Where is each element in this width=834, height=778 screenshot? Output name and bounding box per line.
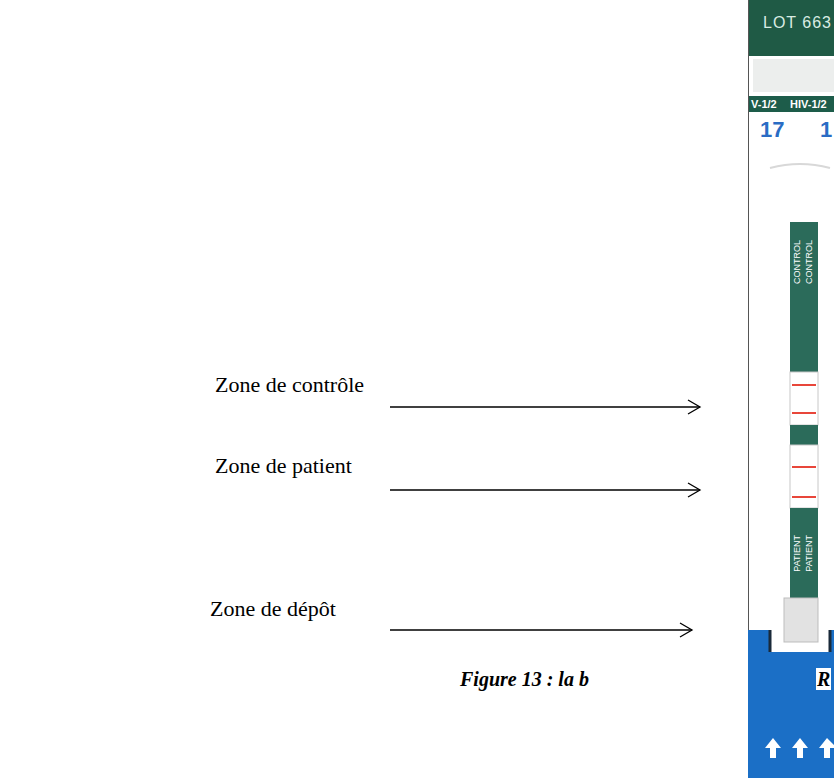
- strip-header: [748, 0, 834, 56]
- zone-marking: PATIENT: [793, 535, 803, 572]
- leader-arrows: [390, 400, 700, 637]
- control-window: [790, 372, 818, 425]
- test-name: HIV-1/2: [790, 98, 827, 110]
- patient-window: [790, 445, 818, 508]
- strip-number: 1: [820, 118, 832, 142]
- zone-marking: CONTROL: [805, 240, 815, 284]
- strip-name-band: [748, 96, 834, 112]
- strip-number: 17: [760, 118, 784, 142]
- test-name: V-1/2: [751, 98, 777, 110]
- strip-label-area: [753, 59, 834, 92]
- direction-arrows: [765, 738, 834, 758]
- zone-marking: CONTROL: [793, 240, 803, 284]
- strip-base: [748, 630, 834, 778]
- figure-caption: Figure 13 : la b: [460, 668, 589, 690]
- sample-pad: [784, 598, 818, 642]
- strip-notch: [770, 164, 830, 168]
- strip-body: [748, 112, 834, 632]
- control-line: [792, 384, 816, 386]
- control-line: [792, 412, 816, 414]
- lot-number: LOT 663: [763, 14, 832, 32]
- zone-marking: PATIENT: [805, 535, 815, 572]
- patient-line: [792, 466, 816, 468]
- membrane-control-cover: [790, 222, 818, 372]
- patient-line: [792, 496, 816, 498]
- zone-label: Zone de contrôle: [215, 373, 364, 397]
- membrane-divider: [790, 425, 818, 445]
- strip-label-band: [748, 56, 834, 96]
- membrane-patient-cover: [790, 508, 818, 598]
- zone-label: Zone de patient: [215, 454, 352, 478]
- caption-fragment: R: [816, 668, 831, 690]
- zone-label: Zone de dépôt: [210, 597, 336, 621]
